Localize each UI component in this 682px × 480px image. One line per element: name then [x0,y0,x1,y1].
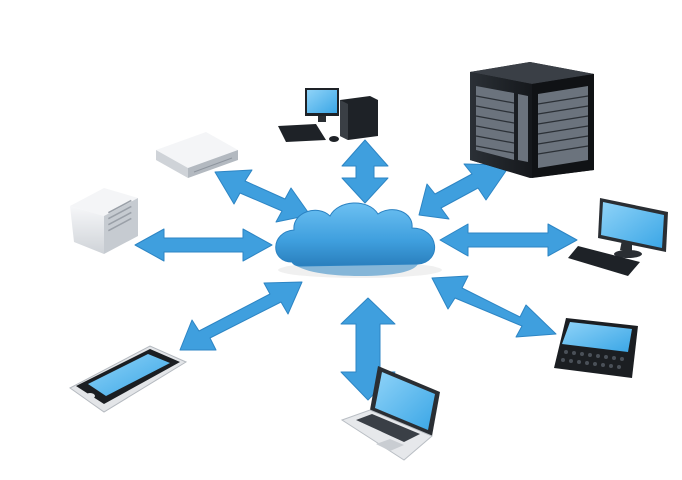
arrow-cloud-desktop [341,139,389,204]
monitor-icon [568,198,668,276]
arrow-cloud-storage [214,169,311,223]
arrow-cloud-tower-server [134,228,273,262]
arrow-cloud-smartphone [179,281,303,351]
arrow-cloud-qwerty-phone [431,275,557,338]
smartphone-icon [69,345,188,413]
tower-server-icon [70,188,138,254]
arrow-cloud-monitor [439,223,578,257]
connection-arrows [134,139,578,401]
cloud-icon [275,202,442,278]
laptop-icon [340,366,440,461]
qwerty-phone-icon [554,318,638,378]
desktop-computer-icon [278,88,378,142]
storage-device-icon [156,132,238,178]
arrow-cloud-server-rack [418,163,511,220]
server-rack-icon [470,62,594,178]
